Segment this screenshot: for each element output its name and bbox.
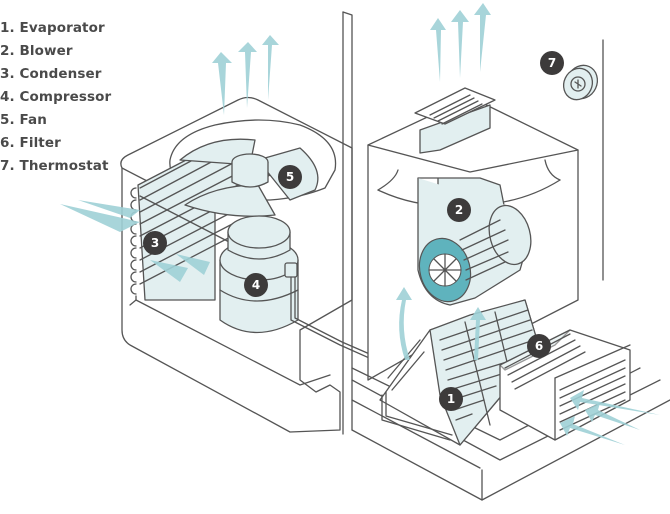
outdoor-airflow (60, 35, 279, 282)
legend-item-evaporator: 1. Evaporator (0, 20, 105, 36)
legend-item-blower: 2. Blower (0, 43, 73, 59)
badge-evaporator-label: 1 (447, 392, 455, 406)
legend-item-condenser: 3. Condenser (0, 66, 102, 82)
badge-condenser: 3 (143, 231, 167, 255)
badge-compressor: 4 (244, 273, 268, 297)
legend-item-filter: 6. Filter (0, 135, 61, 151)
thermostat (562, 64, 599, 101)
legend-item-thermostat: 7. Thermostat (0, 158, 109, 174)
badge-compressor-label: 4 (252, 278, 260, 292)
badge-fan-label: 5 (286, 170, 294, 184)
badge-condenser-label: 3 (151, 236, 159, 250)
badge-filter: 6 (527, 334, 551, 358)
blower-wheel (428, 219, 509, 287)
supply-airflow (430, 3, 491, 82)
badge-blower-label: 2 (455, 203, 463, 217)
badge-blower: 2 (447, 198, 471, 222)
return-grille (559, 359, 626, 431)
legend-item-compressor: 4. Compressor (0, 89, 112, 105)
badge-thermostat-label: 7 (548, 56, 556, 70)
badge-filter-label: 6 (535, 339, 543, 353)
wall (342, 11, 604, 435)
legend-item-fan: 5. Fan (0, 112, 47, 128)
badge-fan: 5 (278, 165, 302, 189)
badge-thermostat: 7 (540, 51, 564, 75)
legend: 1. Evaporator 2. Blower 3. Condenser 4. … (0, 17, 111, 178)
return-airflow (396, 287, 660, 445)
badge-evaporator: 1 (439, 387, 463, 411)
blower (417, 177, 532, 306)
supply-vent (414, 87, 496, 154)
